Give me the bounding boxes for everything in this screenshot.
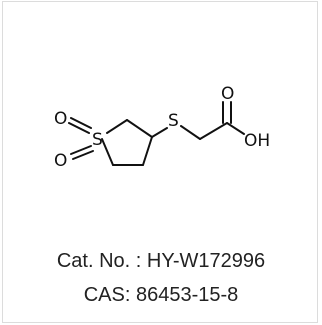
bond-c2-s1 (106, 119, 128, 134)
bond-s1-o-top-a (70, 117, 92, 129)
bond-s1-o-bottom-b (72, 150, 94, 160)
atom-hydroxyl: OH (244, 131, 270, 151)
atom-thioether-s: S (168, 111, 179, 131)
catalog-label: Cat. No. : (56, 250, 142, 272)
atom-sulfone-s: S (92, 130, 103, 150)
catalog-number-line: Cat. No. : HY-W172996 (3, 250, 319, 273)
cas-number: 86453-15-8 (135, 284, 239, 306)
bond-c4-c3 (142, 136, 153, 166)
bond-ch2-c (199, 122, 228, 140)
bond-s1-c5 (101, 138, 114, 166)
bond-s-ch2 (180, 125, 201, 140)
bond-s1-o-bottom-a (70, 145, 92, 155)
chemical-structure-image: O O S S O OH (54, 84, 270, 171)
bond-s1-o-top-b (68, 122, 90, 134)
atom-sulfone-o-bottom: O (54, 151, 67, 171)
catalog-number: HY-W172996 (146, 250, 266, 272)
cas-label: CAS: (83, 284, 131, 306)
cas-number-line: CAS: 86453-15-8 (3, 284, 319, 307)
product-card[interactable]: O O S S O OH Cat. No. : HY-W172996 CAS: … (2, 1, 318, 323)
atom-carbonyl-o: O (221, 84, 234, 104)
bond-c3-c2 (126, 119, 153, 138)
bond-c-oh (226, 122, 245, 135)
structure-bonds (68, 101, 245, 166)
atom-sulfone-o-top: O (54, 109, 67, 129)
bond-c3-s (151, 127, 168, 138)
